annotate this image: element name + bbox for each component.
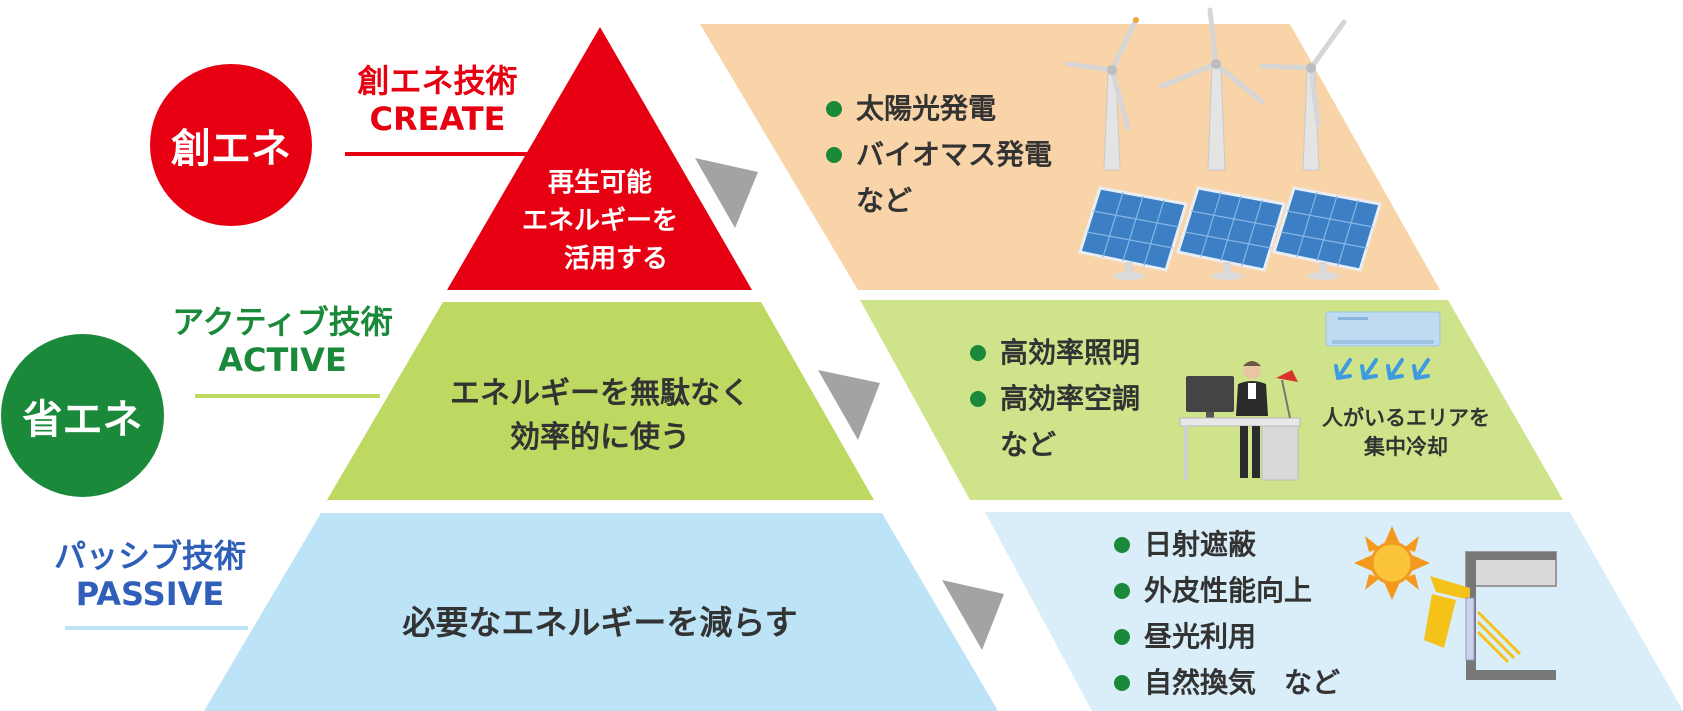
window-shade-icon <box>1424 551 1557 680</box>
solar-panel-icon <box>1078 186 1188 280</box>
list-item: 外皮性能向上 <box>1114 568 1340 614</box>
solar-panel-icon <box>1272 186 1382 280</box>
active-caption: 人がいるエリアを 集中冷却 <box>1308 404 1504 463</box>
create-pyramid-text: 再生可能 エネルギーを 活用する <box>480 164 720 278</box>
create-items: 太陽光発電 バイオマス発電 など <box>826 86 1052 224</box>
create-pyramid-tier <box>447 27 752 290</box>
passive-pyramid-text: 必要なエネルギーを減らす <box>402 603 798 642</box>
solar-panel-icon <box>1176 186 1286 280</box>
create-label: 創エネ技術 CREATE <box>330 62 545 139</box>
arrow-icon <box>818 370 880 440</box>
list-etc: など <box>856 184 913 217</box>
create-pyramid-line: 活用する <box>563 244 668 274</box>
caption-line: 人がいるエリアを <box>1322 406 1490 430</box>
passive-label-jp: パッシブ技術 <box>53 537 246 575</box>
active-pyramid-line: 効率的に使う <box>510 420 690 455</box>
bullet-icon <box>1114 629 1130 645</box>
office-worker-icon <box>1179 361 1301 481</box>
bullet-icon <box>970 391 986 407</box>
active-pyramid-line: エネルギーを無駄なく <box>450 376 750 411</box>
create-pyramid-line: エネルギーを <box>521 206 678 236</box>
list-item: バイオマス発電 <box>826 132 1052 178</box>
list-item: 自然換気 など <box>1114 660 1340 706</box>
active-items: 高効率照明 高効率空調 など <box>970 330 1140 468</box>
passive-label: パッシブ技術 PASSIVE <box>40 537 260 614</box>
active-label: アクティブ技術 ACTIVE <box>160 303 405 380</box>
passive-pyramid-tier <box>204 513 998 711</box>
bullet-icon <box>1114 675 1130 691</box>
create-pyramid-line: 再生可能 <box>547 168 652 198</box>
list-item: 高効率照明 <box>970 330 1140 376</box>
caption-line: 集中冷却 <box>1364 435 1448 460</box>
cool-air-arrows-icon <box>1334 358 1430 380</box>
sun-icon <box>1354 526 1430 600</box>
active-pyramid-tier <box>327 302 874 500</box>
active-badge: 省エネ <box>1 334 164 497</box>
list-etc: など <box>1000 428 1057 461</box>
air-conditioner-icon <box>1325 311 1441 347</box>
bullet-icon <box>1114 537 1130 553</box>
bullet-icon <box>826 147 842 163</box>
active-label-jp: アクティブ技術 <box>172 303 393 341</box>
list-item: 高効率空調 <box>970 376 1140 422</box>
wind-turbine-icon <box>1259 19 1347 171</box>
wind-turbine-icon <box>1065 17 1139 171</box>
arrow-icon <box>942 580 1004 650</box>
create-badge: 創エネ <box>150 64 312 226</box>
wind-turbine-icon <box>1159 7 1265 171</box>
passive-items: 日射遮蔽 外皮性能向上 昼光利用 自然換気 など <box>1114 522 1340 706</box>
create-label-en: CREATE <box>369 99 506 138</box>
passive-label-en: PASSIVE <box>75 574 225 613</box>
active-pyramid-text: エネルギーを無駄なく 効率的に使う <box>400 372 800 460</box>
active-label-en: ACTIVE <box>218 340 347 379</box>
list-item: 日射遮蔽 <box>1114 522 1340 568</box>
arrow-icon <box>695 158 758 228</box>
list-item: 太陽光発電 <box>826 86 1052 132</box>
bullet-icon <box>826 101 842 117</box>
bullet-icon <box>970 345 986 361</box>
bullet-icon <box>1114 583 1130 599</box>
create-label-jp: 創エネ技術 <box>357 62 518 100</box>
list-item: 昼光利用 <box>1114 614 1340 660</box>
